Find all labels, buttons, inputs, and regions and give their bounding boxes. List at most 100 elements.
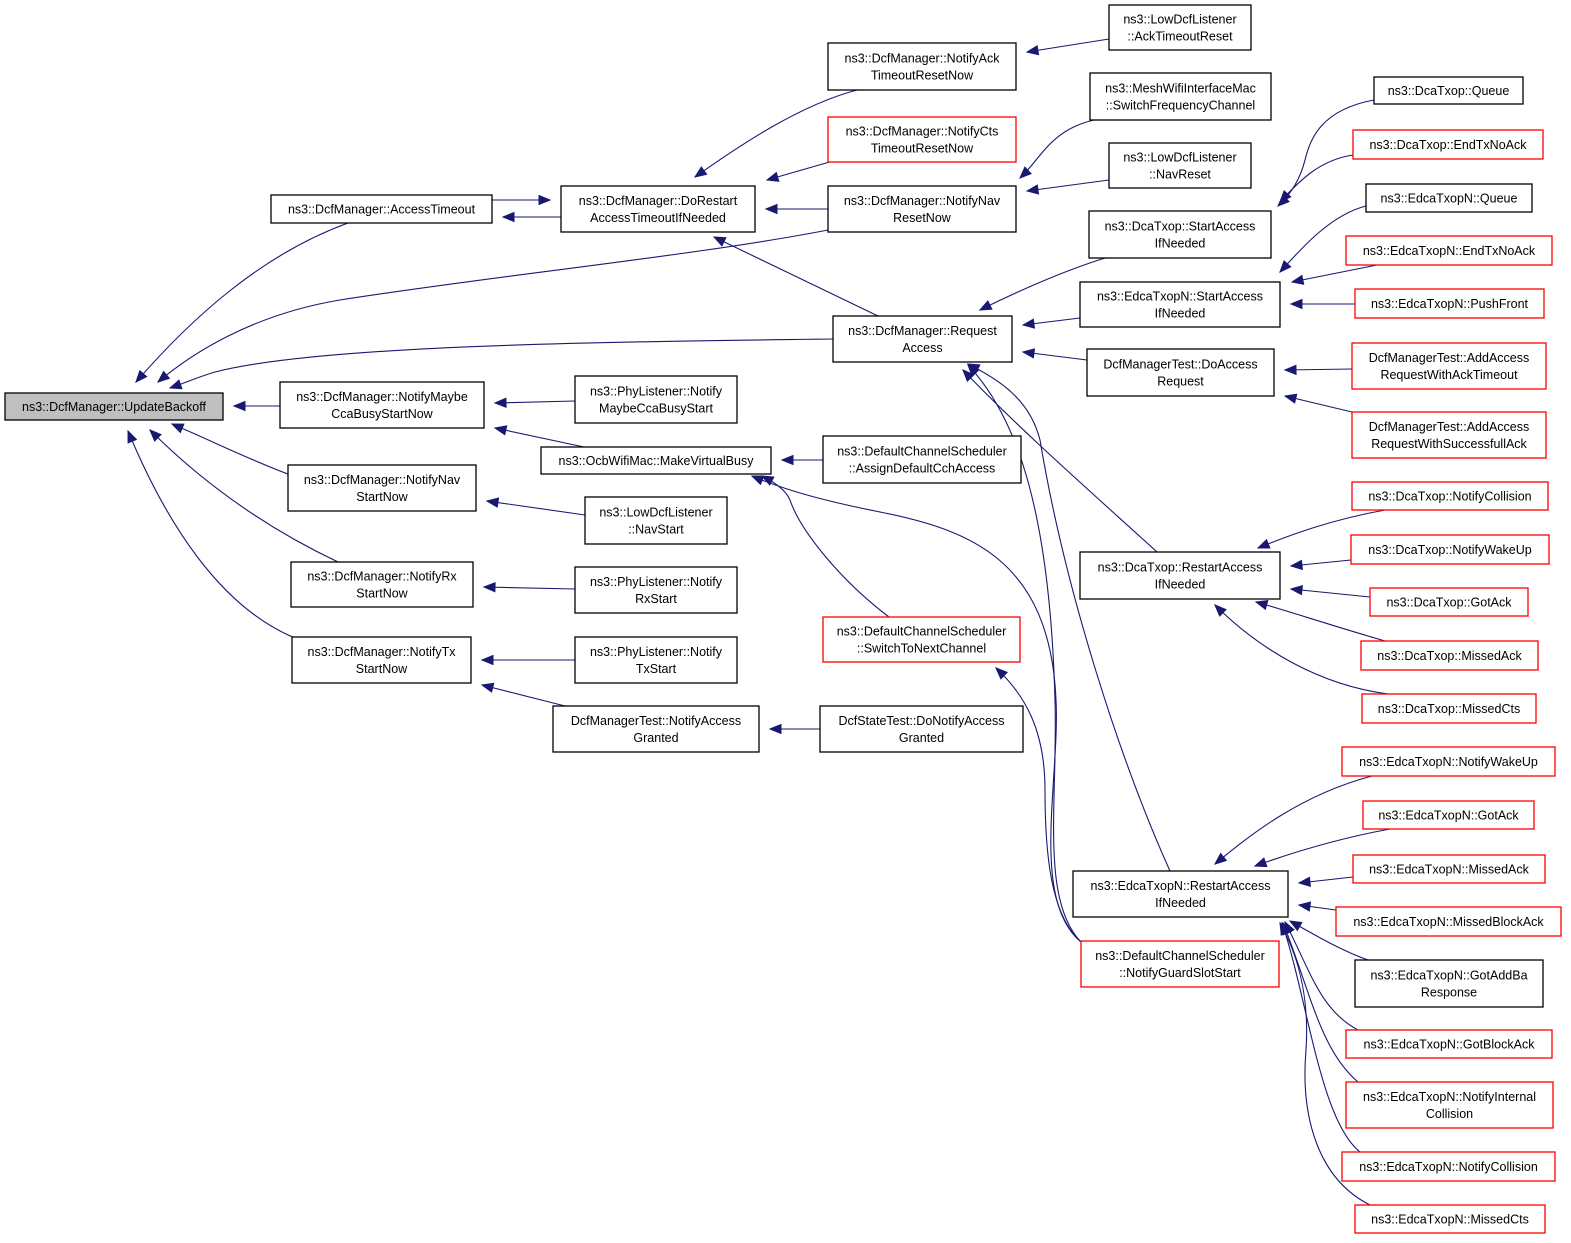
graph-node-n16[interactable]: ns3::EdcaTxopN::PushFront xyxy=(1354,288,1545,319)
node-box[interactable] xyxy=(1365,183,1533,213)
node-box[interactable] xyxy=(1086,348,1275,397)
node-box[interactable] xyxy=(552,705,760,753)
node-box[interactable] xyxy=(1352,129,1544,160)
graph-node-n37[interactable]: ns3::DcfManager::NotifyMaybeCcaBusyStart… xyxy=(279,381,485,429)
node-box[interactable] xyxy=(1345,1081,1554,1129)
node-box[interactable] xyxy=(279,381,485,429)
node-box[interactable] xyxy=(1345,1029,1553,1059)
graph-node-n35[interactable]: ns3::EdcaTxopN::MissedCts xyxy=(1354,1204,1546,1234)
graph-node-n4[interactable]: ns3::LowDcfListener::AckTimeoutReset xyxy=(1108,4,1252,51)
node-box[interactable] xyxy=(1108,142,1252,189)
node-box[interactable] xyxy=(1072,870,1289,918)
node-box[interactable] xyxy=(819,705,1024,753)
node-box[interactable] xyxy=(1335,906,1562,937)
node-box[interactable] xyxy=(574,566,738,614)
node-box[interactable] xyxy=(1351,342,1547,390)
graph-node-n38[interactable]: ns3::PhyListener::NotifyMaybeCcaBusyStar… xyxy=(574,375,738,424)
graph-node-n3[interactable]: ns3::DcfManager::NotifyAckTimeoutResetNo… xyxy=(827,42,1017,91)
node-box[interactable] xyxy=(287,464,477,512)
graph-node-n19[interactable]: DcfManagerTest::AddAccessRequestWithSucc… xyxy=(1351,411,1547,459)
node-box[interactable] xyxy=(1345,235,1553,266)
graph-node-n36[interactable]: ns3::DefaultChannelScheduler::NotifyGuar… xyxy=(1080,940,1280,988)
graph-node-n29[interactable]: ns3::EdcaTxopN::MissedAck xyxy=(1352,854,1546,884)
node-box[interactable] xyxy=(822,435,1022,484)
graph-node-n5[interactable]: ns3::DcfManager::NotifyCtsTimeoutResetNo… xyxy=(827,116,1017,163)
node-box[interactable] xyxy=(1361,693,1537,724)
graph-node-n22[interactable]: ns3::DcaTxop::NotifyWakeUp xyxy=(1350,534,1550,565)
node-box[interactable] xyxy=(1369,587,1529,617)
node-box[interactable] xyxy=(832,315,1013,363)
node-box[interactable] xyxy=(574,375,738,424)
graph-node-n41[interactable]: ns3::DefaultChannelScheduler::SwitchToNe… xyxy=(822,616,1021,663)
graph-node-n24[interactable]: ns3::DcaTxop::MissedAck xyxy=(1360,640,1539,671)
node-box[interactable] xyxy=(1079,281,1281,328)
node-box[interactable] xyxy=(270,194,493,224)
graph-node-n11[interactable]: ns3::DcaTxop::Queue xyxy=(1373,76,1524,105)
node-box[interactable] xyxy=(827,42,1017,91)
node-box[interactable] xyxy=(1350,534,1550,565)
graph-node-n21[interactable]: ns3::DcaTxop::NotifyCollision xyxy=(1351,481,1549,511)
graph-node-n7[interactable]: ns3::MeshWifiInterfaceMac::SwitchFrequen… xyxy=(1089,72,1272,121)
graph-node-n14[interactable]: ns3::EdcaTxopN::Queue xyxy=(1365,183,1533,213)
graph-node-n43[interactable]: ns3::LowDcfListener::NavStart xyxy=(584,496,728,545)
node-box[interactable] xyxy=(574,636,738,684)
node-box[interactable] xyxy=(1079,551,1281,600)
graph-node-n23[interactable]: ns3::DcaTxop::GotAck xyxy=(1369,587,1529,617)
graph-node-n40[interactable]: ns3::DefaultChannelScheduler::AssignDefa… xyxy=(822,435,1022,484)
graph-node-n15[interactable]: ns3::EdcaTxopN::EndTxNoAck xyxy=(1345,235,1553,266)
node-box[interactable] xyxy=(1108,4,1252,51)
node-box[interactable] xyxy=(4,392,224,421)
node-box[interactable] xyxy=(1089,72,1272,121)
node-box[interactable] xyxy=(1354,1204,1546,1234)
node-box[interactable] xyxy=(1362,800,1535,830)
node-box[interactable] xyxy=(1341,1151,1556,1182)
graph-node-n2[interactable]: ns3::DcfManager::DoRestartAccessTimeoutI… xyxy=(560,185,756,233)
graph-node-n0[interactable]: ns3::DcfManager::UpdateBackoff xyxy=(4,392,224,421)
graph-node-n8[interactable]: ns3::LowDcfListener::NavReset xyxy=(1108,142,1252,189)
graph-node-n1[interactable]: ns3::DcfManager::AccessTimeout xyxy=(270,194,493,224)
node-box[interactable] xyxy=(291,636,472,684)
node-box[interactable] xyxy=(827,185,1017,233)
node-box[interactable] xyxy=(822,616,1021,663)
node-box[interactable] xyxy=(1088,210,1272,259)
node-box[interactable] xyxy=(1360,640,1539,671)
node-box[interactable] xyxy=(1373,76,1524,105)
node-box[interactable] xyxy=(1341,746,1556,777)
node-box[interactable] xyxy=(827,116,1017,163)
graph-node-n34[interactable]: ns3::EdcaTxopN::NotifyCollision xyxy=(1341,1151,1556,1182)
graph-node-n18[interactable]: DcfManagerTest::AddAccessRequestWithAckT… xyxy=(1351,342,1547,390)
graph-node-n32[interactable]: ns3::EdcaTxopN::GotBlockAck xyxy=(1345,1029,1553,1059)
node-box[interactable] xyxy=(1351,411,1547,459)
node-box[interactable] xyxy=(1080,940,1280,988)
node-box[interactable] xyxy=(540,446,772,475)
graph-node-n25[interactable]: ns3::DcaTxop::MissedCts xyxy=(1361,693,1537,724)
graph-node-n27[interactable]: ns3::EdcaTxopN::NotifyWakeUp xyxy=(1341,746,1556,777)
node-box[interactable] xyxy=(1354,959,1544,1008)
graph-node-n28[interactable]: ns3::EdcaTxopN::GotAck xyxy=(1362,800,1535,830)
node-box[interactable] xyxy=(560,185,756,233)
node-box[interactable] xyxy=(290,561,474,608)
node-box[interactable] xyxy=(1354,288,1545,319)
node-box[interactable] xyxy=(584,496,728,545)
graph-node-n12[interactable]: ns3::DcaTxop::EndTxNoAck xyxy=(1352,129,1544,160)
node-box[interactable] xyxy=(1351,481,1549,511)
graph-node-n30[interactable]: ns3::EdcaTxopN::MissedBlockAck xyxy=(1335,906,1562,937)
graph-node-n39[interactable]: ns3::OcbWifiMac::MakeVirtualBusy xyxy=(540,446,772,475)
node-box[interactable] xyxy=(1352,854,1546,884)
